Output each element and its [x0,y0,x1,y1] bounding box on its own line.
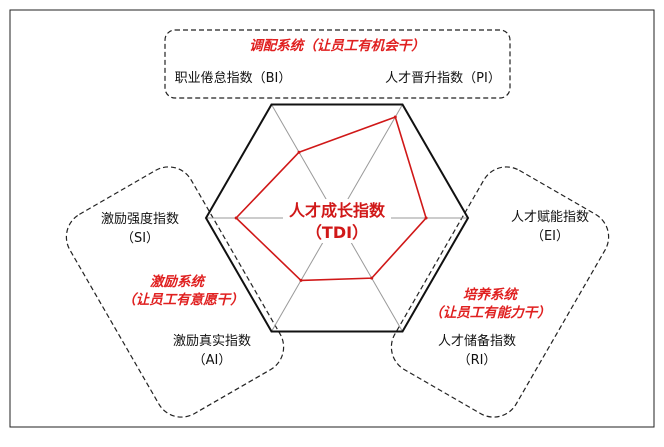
si-code: （SI） [121,231,159,246]
ai-label: 激励真实指数 [173,334,251,349]
dispatch-system-title: 调配系统（让员工有机会干） [249,38,425,54]
center-title: 人才成长指数 [289,201,386,220]
incentive-system-subtitle: （让员工有意愿干） [122,292,244,308]
ai-code: （AI） [193,353,232,368]
ei-label: 人才赋能指数 [511,210,589,225]
center-subtitle: （TDI） [306,223,368,242]
data-point-ri [370,276,374,280]
incentive-system-box [65,166,285,418]
incentive-system-title: 激励系统 [150,274,206,290]
data-point-si [234,216,238,220]
ri-code: （RI） [458,353,497,368]
center-label-bg [283,199,391,243]
pi-label: 人才晋升指数（PI） [385,71,501,86]
training-system-subtitle: （让员工有能力干） [429,305,551,321]
outer-frame [9,9,655,428]
data-point-ei [424,216,428,220]
si-label: 激励强度指数 [101,211,179,227]
bi-label: 职业倦怠指数（BI） [175,70,292,86]
dispatch-system-box [164,29,511,99]
radar-hexagon [204,103,470,333]
ri-label: 人才储备指数 [438,333,516,349]
data-point-ai [299,278,303,282]
data-point-pi [393,115,397,119]
data-point-bi [297,150,301,154]
training-system-title: 培养系统 [463,287,519,303]
radar-data-series [235,115,427,282]
ei-code: （EI） [531,229,569,244]
radar-points [234,115,428,282]
training-system-box [390,166,610,418]
